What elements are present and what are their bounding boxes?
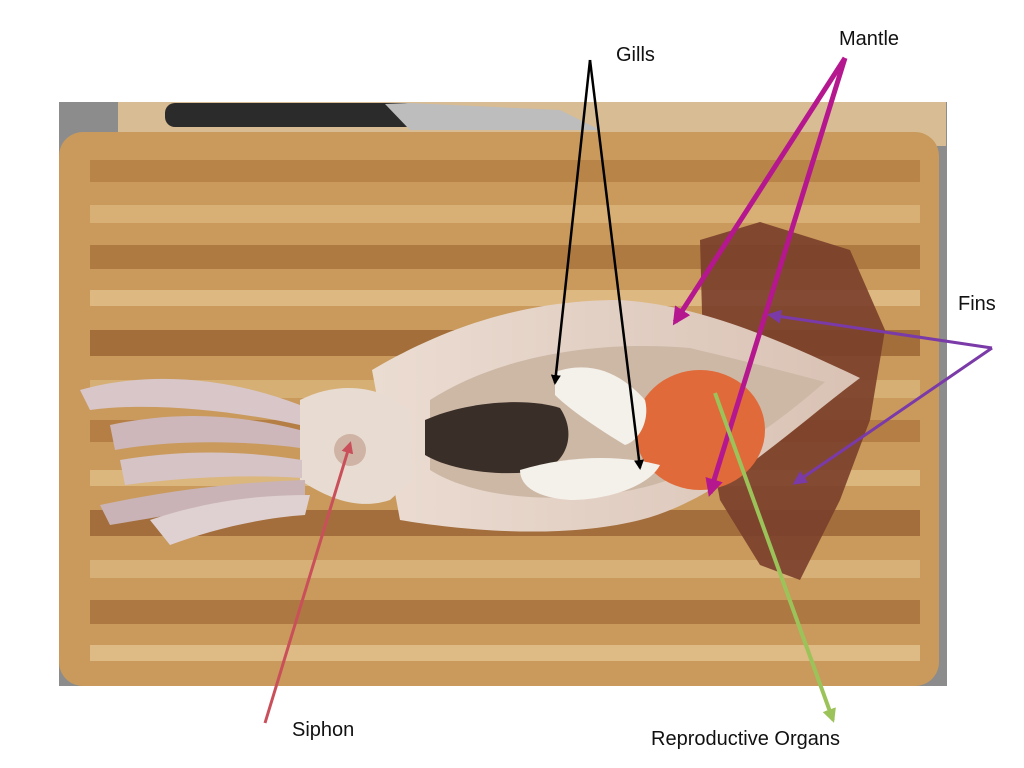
- board-stripe: [90, 645, 920, 661]
- mantle-label: Mantle: [839, 28, 900, 50]
- squid: [80, 222, 885, 580]
- squid-arm: [150, 495, 310, 545]
- reproductive-organ-shape: [635, 370, 765, 490]
- photo: [59, 102, 947, 686]
- knife-blade: [385, 103, 600, 130]
- board-stripe: [90, 205, 920, 223]
- annotation-arrows: [263, 56, 993, 724]
- siphon-arrow: [263, 441, 354, 724]
- squid-arm: [80, 378, 300, 425]
- mantle-arrow-upper: [672, 56, 848, 326]
- ink-sac: [425, 402, 569, 474]
- knife-handle: [165, 103, 415, 127]
- reproductive-organs-label: Reproductive Organs: [651, 728, 840, 750]
- gill-upper: [555, 367, 647, 445]
- mantle-arrow-lower: [705, 57, 848, 497]
- squid-arm: [110, 415, 300, 450]
- board-stripe: [90, 160, 920, 182]
- siphon-shape: [334, 434, 366, 466]
- fins-label: Fins: [958, 293, 996, 315]
- reproductive-organs-arrow: [713, 392, 836, 723]
- siphon-label: Siphon: [292, 719, 355, 741]
- gills-arrow-lower: [588, 59, 644, 470]
- board-stripe: [90, 560, 920, 578]
- fins-arrow-upper: [767, 309, 993, 350]
- squid-arm: [100, 480, 305, 525]
- gills-label: Gills: [616, 44, 655, 66]
- fins-arrow-lower: [792, 346, 993, 485]
- gills-arrow-upper: [550, 59, 592, 385]
- knife: [165, 103, 600, 130]
- gill-lower: [520, 458, 660, 500]
- squid-arm: [120, 452, 302, 485]
- board-stripe: [90, 600, 920, 624]
